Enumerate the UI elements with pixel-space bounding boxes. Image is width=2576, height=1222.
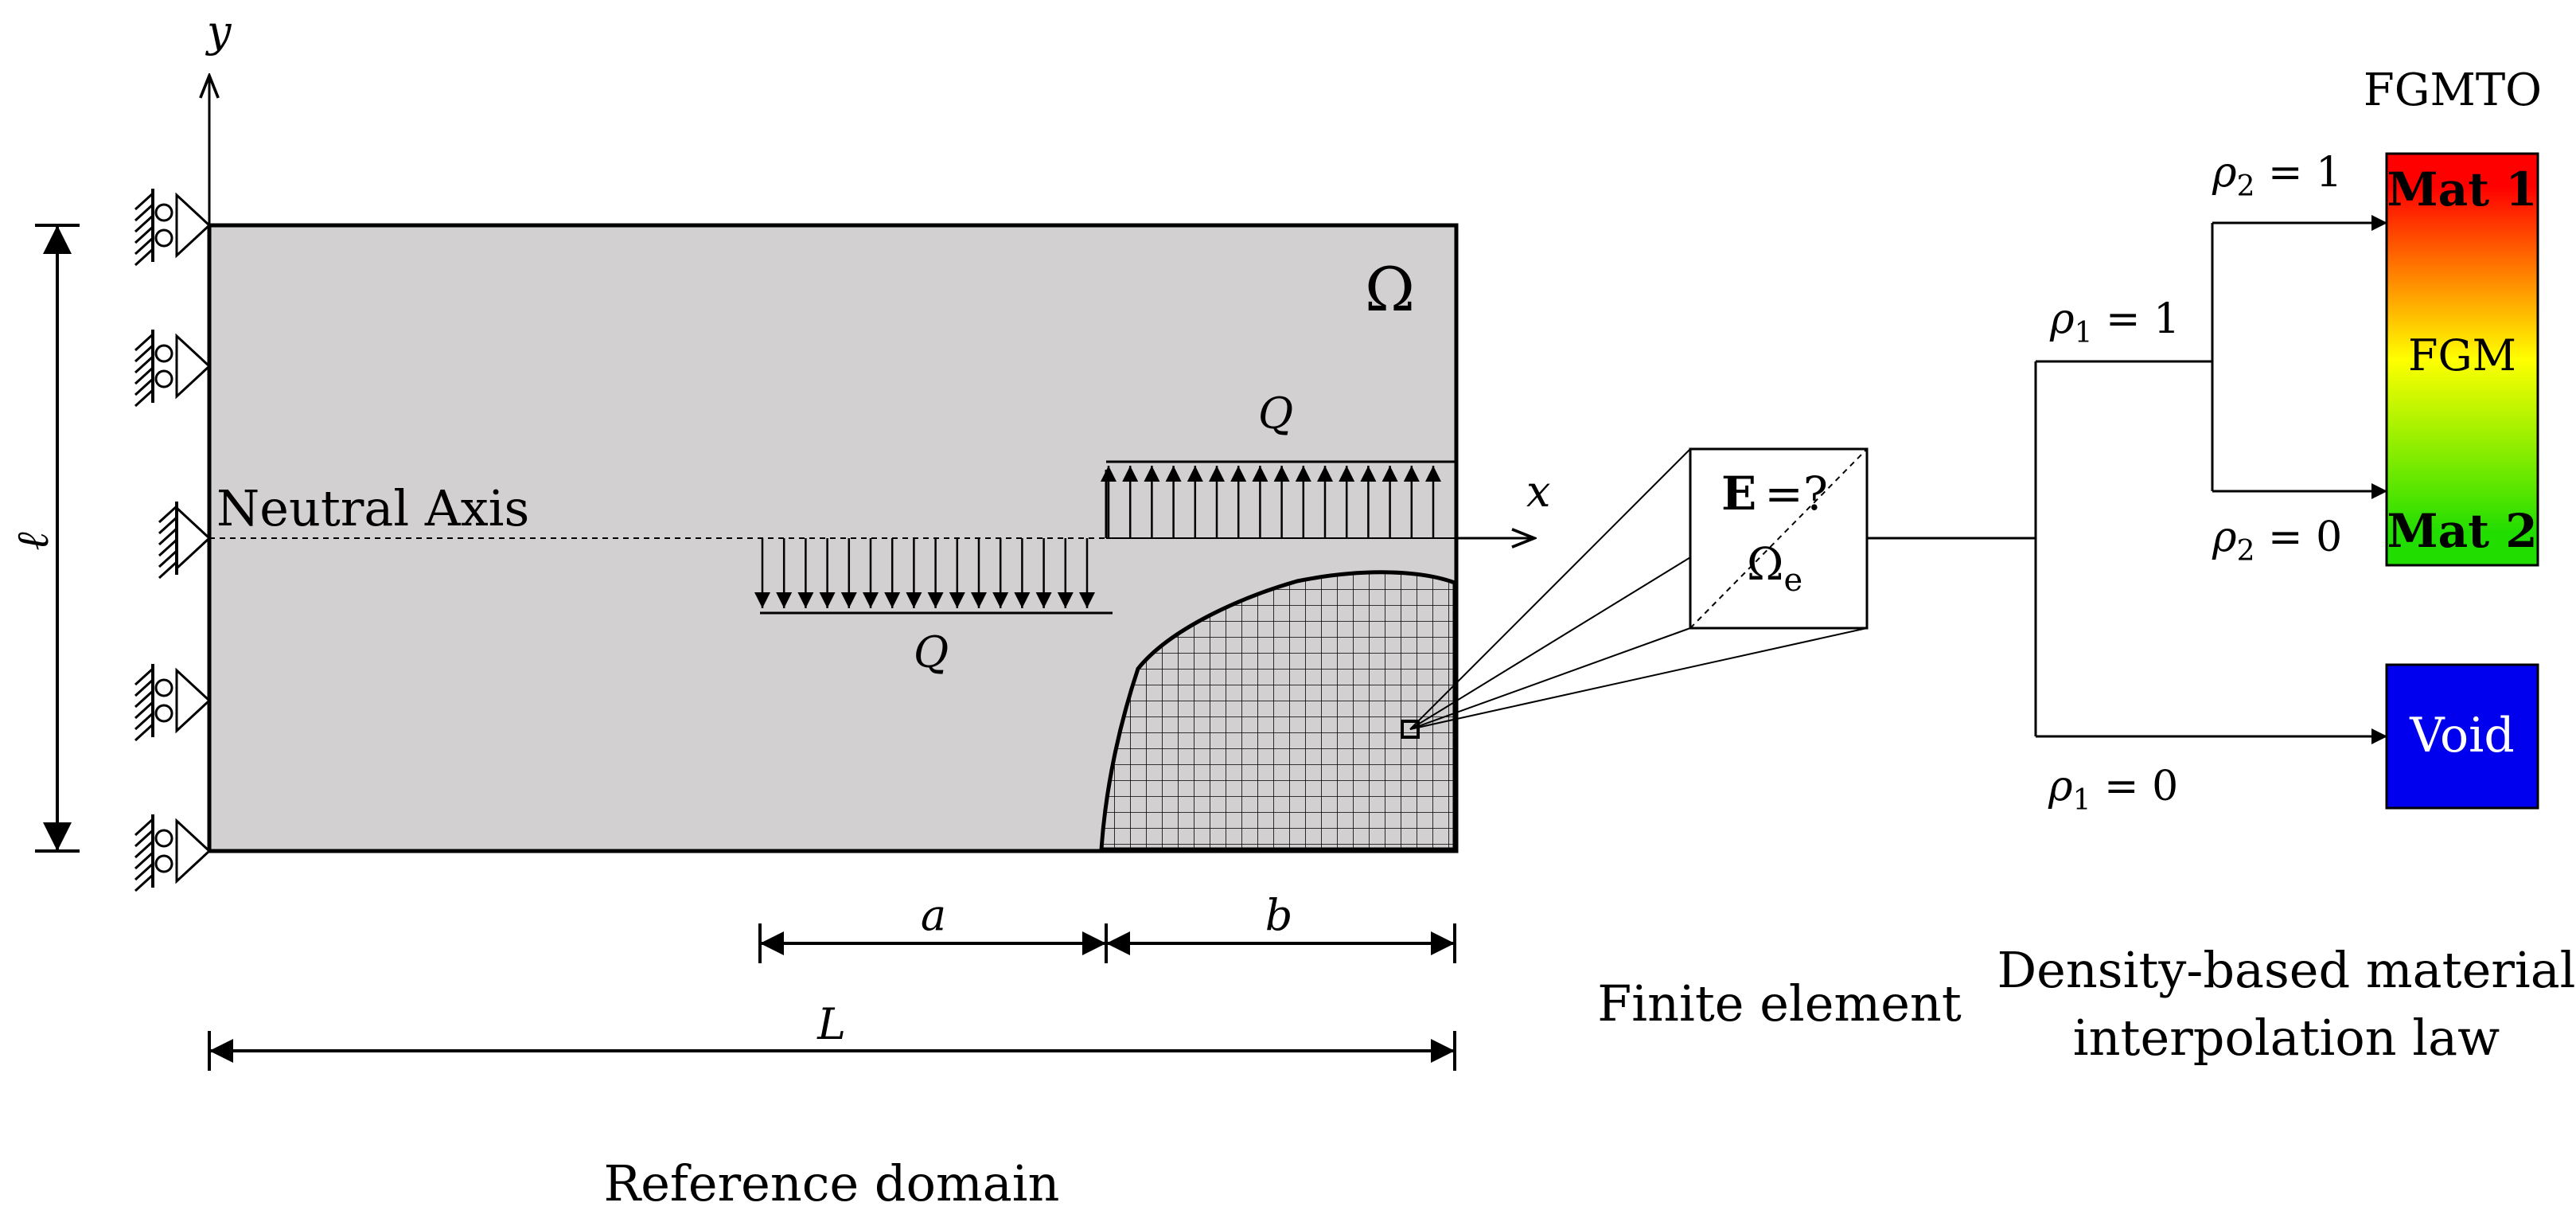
rho-symbol: ρ — [2212, 513, 2237, 561]
element-omega: Ω — [1747, 539, 1783, 591]
element-E: E — [1721, 467, 1756, 521]
distributed-load-upward — [1101, 460, 1455, 538]
element-diagonal — [1689, 448, 1868, 629]
reference-domain-caption: Reference domain — [604, 1154, 1060, 1212]
element-question: =? — [1764, 467, 1828, 521]
mat1-label: Mat 1 — [2387, 162, 2537, 217]
interpolation-tree — [1867, 223, 2214, 736]
load-label-top: Q — [1258, 388, 1293, 439]
void-label: Void — [2409, 708, 2515, 763]
pin-support — [158, 502, 212, 580]
rho1-equals-0: ρ1 = 0 — [2048, 763, 2178, 817]
rho-subscript: 2 — [2237, 535, 2255, 568]
element-domain: Ωe — [1747, 539, 1802, 599]
rho-value: = 0 — [2091, 763, 2178, 810]
y-axis-label: y — [205, 6, 232, 57]
roller-support — [134, 814, 212, 892]
fgm-label: FGM — [2408, 330, 2516, 381]
fgmto-title: FGMTO — [2364, 64, 2542, 116]
rho-value: = 1 — [2254, 149, 2342, 197]
mat2-label: Mat 2 — [2387, 504, 2537, 558]
fgm-gradient-bar — [2385, 152, 2539, 567]
dim-a-label: a — [921, 890, 946, 940]
rho-subscript: 2 — [2237, 170, 2255, 203]
element-stiffness: E=? — [1721, 467, 1828, 521]
rho2-equals-0: ρ2 = 0 — [2212, 513, 2342, 568]
roller-support — [134, 330, 212, 408]
domain-symbol: Ω — [1365, 254, 1415, 325]
rho1-equals-1: ρ1 = 1 — [2049, 295, 2180, 349]
rho-symbol: ρ — [2049, 295, 2075, 343]
element-omega-sub: e — [1783, 562, 1802, 599]
rho-value: = 1 — [2092, 295, 2180, 343]
law-caption-line2: interpolation law — [2073, 1009, 2500, 1067]
mesh-region — [1099, 570, 1457, 852]
load-label-bottom: Q — [914, 627, 949, 677]
rho-symbol: ρ — [2048, 763, 2073, 810]
roller-supports — [134, 189, 212, 892]
neutral-axis-label: Neutral Axis — [216, 479, 529, 537]
height-label: ℓ — [7, 532, 59, 551]
dim-b-label: b — [1265, 890, 1293, 940]
dim-L-label: L — [816, 999, 846, 1049]
rho-subscript: 1 — [2073, 784, 2091, 817]
rho2-equals-1: ρ2 = 1 — [2212, 149, 2342, 203]
rho-value: = 0 — [2254, 513, 2342, 561]
law-caption-line1: Density-based material — [1997, 941, 2575, 999]
finite-element-caption: Finite element — [1597, 974, 1962, 1033]
zoom-lines — [1409, 448, 1868, 730]
selected-element — [1401, 720, 1420, 739]
rho-subscript: 1 — [2075, 317, 2093, 349]
roller-support — [134, 189, 212, 267]
rho-symbol: ρ — [2212, 149, 2237, 197]
roller-support — [134, 664, 212, 742]
distributed-load-downward — [754, 538, 1113, 615]
void-box — [2385, 663, 2539, 810]
x-axis-label: x — [1526, 467, 1550, 517]
